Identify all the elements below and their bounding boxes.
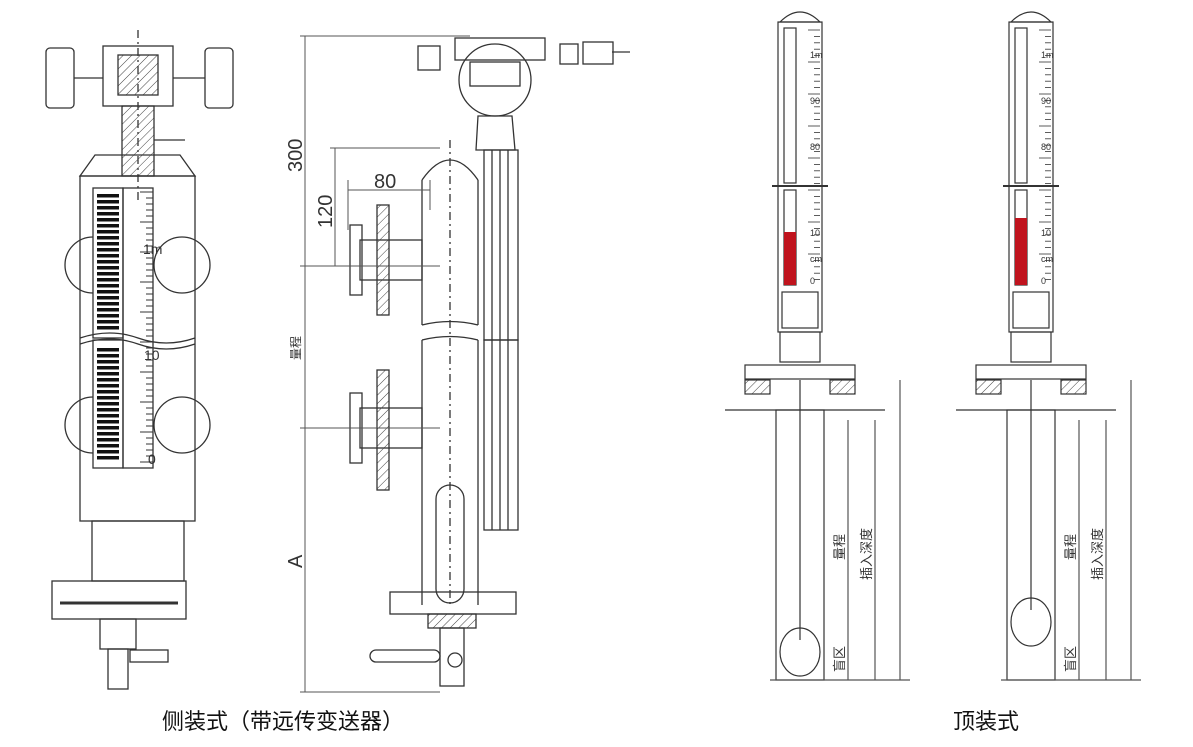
- flap-window-upper: [1014, 27, 1028, 184]
- indicator-flap: [97, 302, 119, 306]
- indicator-flap: [97, 278, 119, 282]
- indicator-flap: [97, 200, 119, 204]
- flap-window-upper: [783, 27, 797, 184]
- caption-side-mount: 侧装式（带远传变送器）: [162, 710, 405, 735]
- indicator-flap: [97, 348, 119, 352]
- dim-300: 300: [285, 139, 307, 172]
- scale-label: 90: [810, 96, 820, 106]
- indicator-flap: [97, 444, 119, 448]
- side-gauge-scale: 1m 10 0: [143, 241, 162, 467]
- scale-label: 1m: [1041, 50, 1054, 60]
- flange-right: [829, 379, 856, 395]
- indicator-flap: [97, 272, 119, 276]
- scale-label: 80: [810, 142, 820, 152]
- scale-label: cm: [810, 254, 822, 264]
- indicator-flap: [97, 360, 119, 364]
- gauge-neck: [1010, 331, 1052, 363]
- indicator-flap: [97, 242, 119, 246]
- top-mount-gauge: [725, 11, 910, 681]
- indicator-flap: [97, 236, 119, 240]
- flange-left: [975, 379, 1002, 395]
- scale-label: 0: [810, 276, 815, 286]
- dim-range: 量程: [288, 336, 303, 360]
- indicator-flap: [97, 450, 119, 454]
- dim-label: 量程: [832, 534, 847, 560]
- indicator-flap: [97, 390, 119, 394]
- red-indicator: [784, 232, 796, 285]
- side-gauge-front-view: [45, 30, 234, 690]
- indicator-flap: [97, 254, 119, 258]
- scale-label-1m: 1m: [143, 241, 162, 257]
- indicator-flap: [97, 408, 119, 412]
- side-gauge-dimension-labels: 300 120 80 量程 A: [285, 139, 396, 568]
- scale-label-0: 0: [148, 451, 156, 467]
- indicator-flap: [97, 320, 119, 324]
- gauge-cap: [778, 11, 822, 23]
- indicator-flap: [97, 420, 119, 424]
- indicator-flap: [97, 366, 119, 370]
- caption-top-mount: 顶装式: [953, 710, 1020, 735]
- scale-label-10: 10: [144, 347, 160, 363]
- indicator-flap: [97, 290, 119, 294]
- mount-flange: [744, 364, 856, 380]
- float-ball: [779, 627, 821, 677]
- indicator-flap: [97, 194, 119, 198]
- gauge-neck: [779, 331, 821, 363]
- indicator-flap: [97, 248, 119, 252]
- top-mount-gauge: [956, 11, 1141, 681]
- nameplate: [781, 291, 819, 329]
- flange-left: [744, 379, 771, 395]
- indicator-flap: [97, 372, 119, 376]
- indicator-flap: [97, 212, 119, 216]
- indicator-flap: [97, 218, 119, 222]
- indicator-flap: [97, 326, 119, 330]
- indicator-flap: [97, 230, 119, 234]
- indicator-flap: [97, 402, 119, 406]
- side-gauge-indicator-flaps: [97, 191, 153, 463]
- indicator-flap: [97, 260, 119, 264]
- indicator-flap: [97, 456, 119, 460]
- dim-80: 80: [374, 171, 396, 193]
- scale-label: 1m: [810, 50, 823, 60]
- scale-label: 10: [810, 228, 820, 238]
- dim-label: 插入深度: [1090, 528, 1105, 580]
- scale-label: 0: [1041, 276, 1046, 286]
- indicator-flap: [97, 314, 119, 318]
- scale-label: 80: [1041, 142, 1051, 152]
- dim-label: 插入深度: [859, 528, 874, 580]
- scale-label: 90: [1041, 96, 1051, 106]
- indicator-flap: [97, 426, 119, 430]
- dim-label: 盲区: [832, 646, 847, 672]
- indicator-flap: [97, 432, 119, 436]
- gauge-cap: [1009, 11, 1053, 23]
- indicator-flap: [97, 266, 119, 270]
- indicator-flap: [97, 308, 119, 312]
- dim-label: 盲区: [1063, 646, 1078, 672]
- flange-right: [1060, 379, 1087, 395]
- dim-A: A: [285, 554, 307, 568]
- dim-120: 120: [315, 195, 337, 228]
- scale-label: cm: [1041, 254, 1053, 264]
- side-gauge-dimensions: [300, 35, 470, 693]
- indicator-flap: [97, 414, 119, 418]
- scale-label: 10: [1041, 228, 1051, 238]
- mount-flange: [975, 364, 1087, 380]
- indicator-flap: [97, 296, 119, 300]
- indicator-flap: [97, 284, 119, 288]
- top-mount-gauges: 量程插入深度盲区1m908010cm0量程插入深度盲区1m908010cm0: [725, 11, 1141, 681]
- indicator-flap: [97, 396, 119, 400]
- side-gauge-side-view: [349, 37, 630, 687]
- indicator-flap: [97, 206, 119, 210]
- indicator-flap: [97, 384, 119, 388]
- indicator-flap: [97, 354, 119, 358]
- dim-label: 量程: [1063, 534, 1078, 560]
- indicator-flap: [97, 378, 119, 382]
- indicator-flap: [97, 224, 119, 228]
- red-indicator: [1015, 218, 1027, 285]
- indicator-flap: [97, 438, 119, 442]
- float-ball: [1010, 597, 1052, 647]
- nameplate: [1012, 291, 1050, 329]
- technical-drawing: 1m 10 0: [45, 11, 1141, 693]
